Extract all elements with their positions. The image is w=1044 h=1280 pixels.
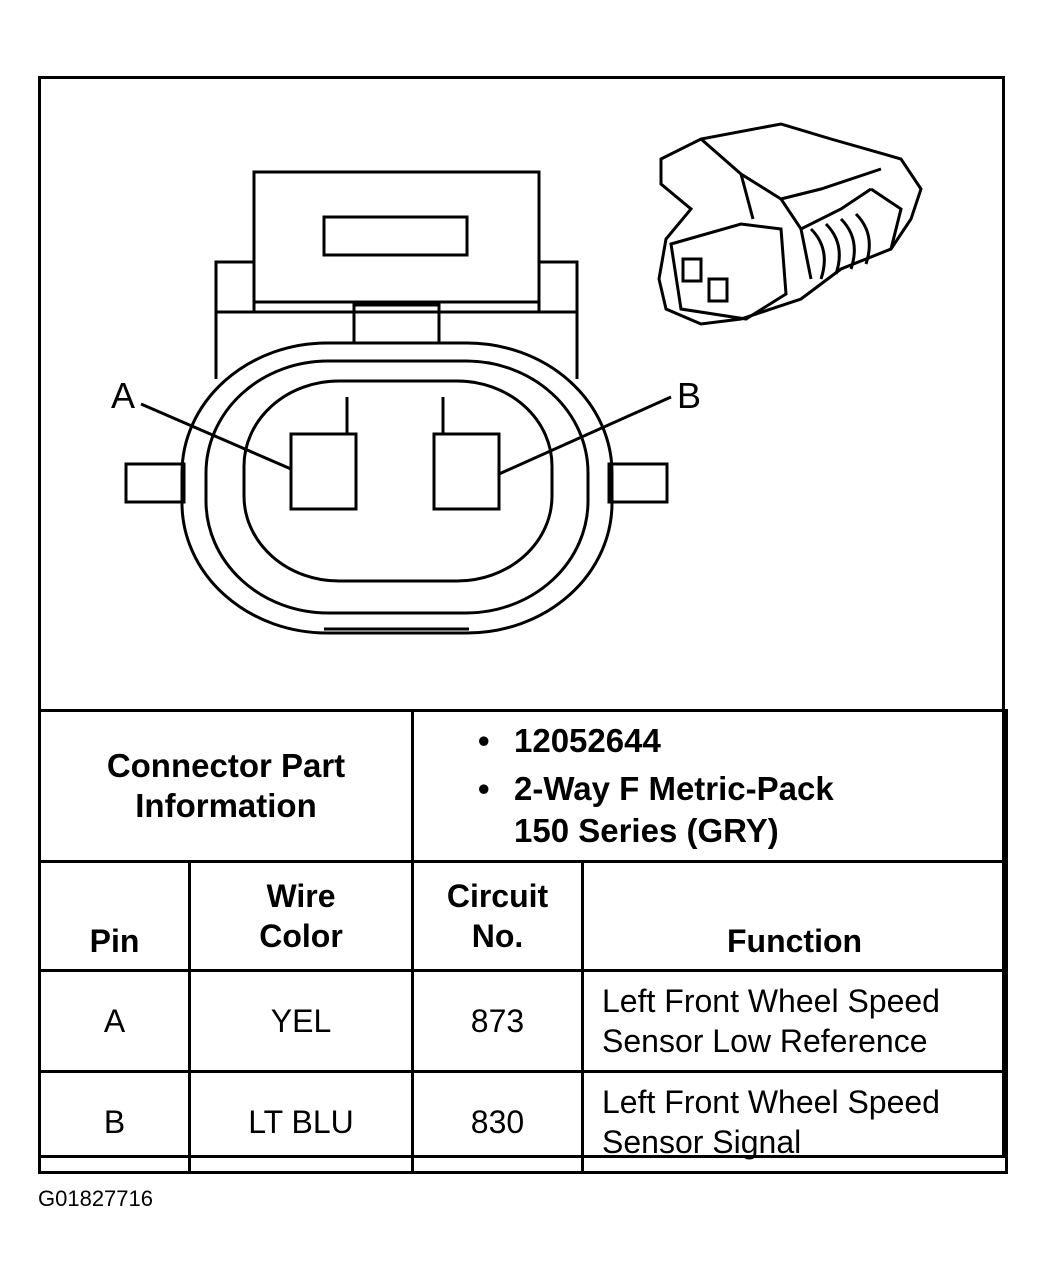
pin-cell: A bbox=[38, 969, 191, 1073]
header-function: Function bbox=[580, 860, 1009, 972]
header-pin: Pin bbox=[38, 860, 191, 972]
header-wire-color: Wire Color bbox=[188, 860, 414, 972]
wire-color-cell: YEL bbox=[188, 969, 414, 1073]
terminal-b bbox=[432, 432, 501, 511]
pin-a-label: A bbox=[111, 375, 136, 416]
connector-face-drawing bbox=[124, 122, 923, 635]
middle-seal bbox=[204, 359, 590, 615]
leader-line-a bbox=[140, 402, 292, 471]
terminal-a bbox=[289, 432, 358, 511]
connector-diagram: A B bbox=[41, 79, 1002, 711]
pin-cell: B bbox=[38, 1070, 191, 1174]
function-cell: Left Front Wheel Speed Sensor Low Refere… bbox=[580, 969, 1009, 1073]
connector-info-table: Connector Part Information 12052644 2-Wa… bbox=[38, 709, 1009, 1174]
connector-isometric-illustration bbox=[657, 122, 923, 326]
header-circuit-no: Circuit No. bbox=[411, 860, 584, 972]
part-number: 12052644 bbox=[478, 720, 1005, 762]
part-description: 2-Way F Metric-Pack 150 Series (GRY) bbox=[478, 768, 1005, 852]
circuit-cell: 830 bbox=[411, 1070, 584, 1174]
pin-b-label: B bbox=[677, 375, 702, 416]
table-row: A YEL 873 Left Front Wheel Speed Sensor … bbox=[38, 969, 1009, 1073]
inner-seal bbox=[242, 379, 554, 583]
diagram-frame: A B Connector Part Information 12052644 … bbox=[38, 76, 1009, 1174]
latch-slot bbox=[322, 215, 469, 257]
table-header-row: Pin Wire Color Circuit No. Function bbox=[38, 860, 1009, 972]
connector-part-details: 12052644 2-Way F Metric-Pack 150 Series … bbox=[410, 709, 1009, 863]
table-row: B LT BLU 830 Left Front Wheel Speed Sens… bbox=[38, 1070, 1009, 1174]
function-cell: Left Front Wheel Speed Sensor Signal bbox=[580, 1070, 1009, 1174]
wire-color-cell: LT BLU bbox=[188, 1070, 414, 1174]
outer-seal bbox=[180, 341, 614, 635]
connector-part-label: Connector Part Information bbox=[38, 709, 414, 863]
connector-latch bbox=[252, 170, 541, 304]
figure-id: G01827716 bbox=[38, 1186, 153, 1211]
circuit-cell: 873 bbox=[411, 969, 584, 1073]
connector-part-row: Connector Part Information 12052644 2-Wa… bbox=[38, 709, 1009, 863]
leader-line-b bbox=[498, 395, 672, 476]
